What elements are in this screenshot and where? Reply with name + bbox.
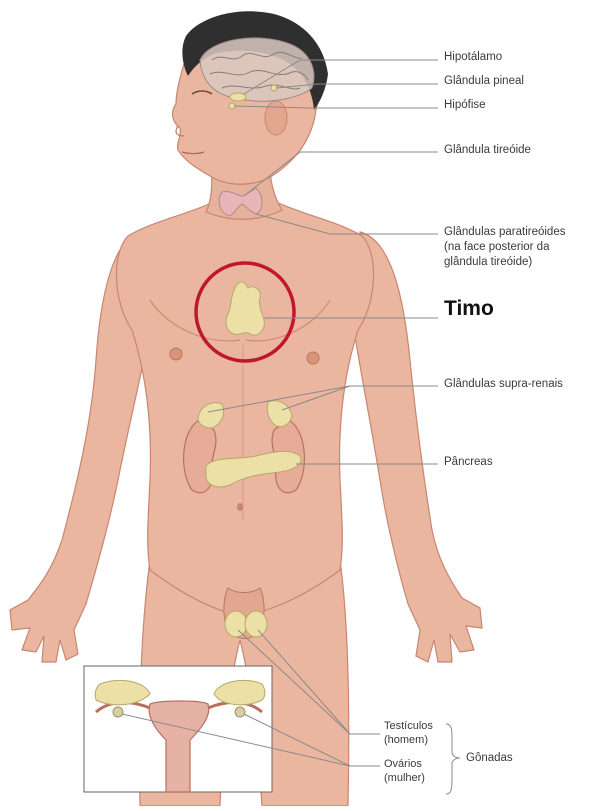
ovary-bulb-right (235, 707, 245, 717)
brain (200, 38, 314, 101)
label-parathyroid-line3: glândula tireóide) (444, 256, 532, 269)
label-ovaries-line2: (mulher) (384, 772, 425, 785)
label-ovaries-line1: Ovários (384, 758, 422, 771)
navel (237, 503, 243, 511)
label-pineal: Glândula pineal (444, 75, 524, 88)
testis-left (225, 611, 247, 637)
label-testes-line1: Testículos (384, 720, 433, 733)
ear (265, 101, 287, 135)
label-thymus: Timo (444, 302, 494, 315)
nipple-left (170, 348, 182, 360)
hypothalamus-gland (230, 93, 246, 101)
label-testes-line2: (homem) (384, 734, 428, 747)
label-adrenal: Glândulas supra-renais (444, 378, 563, 391)
label-hypothalamus: Hipotálamo (444, 51, 502, 64)
nipple-right (307, 352, 319, 364)
gonads-brace (446, 724, 460, 794)
female-inset (84, 666, 272, 792)
label-pancreas: Pâncreas (444, 456, 493, 469)
testis-right (245, 611, 267, 637)
label-parathyroid-line2: (na face posterior da (444, 241, 549, 254)
label-gonads: Gônadas (466, 752, 513, 765)
label-parathyroid-line1: Glândulas paratireóides (444, 226, 565, 239)
label-thyroid: Glândula tireóide (444, 144, 531, 157)
ovary-bulb-left (113, 707, 123, 717)
label-pituitary: Hipófise (444, 99, 486, 112)
